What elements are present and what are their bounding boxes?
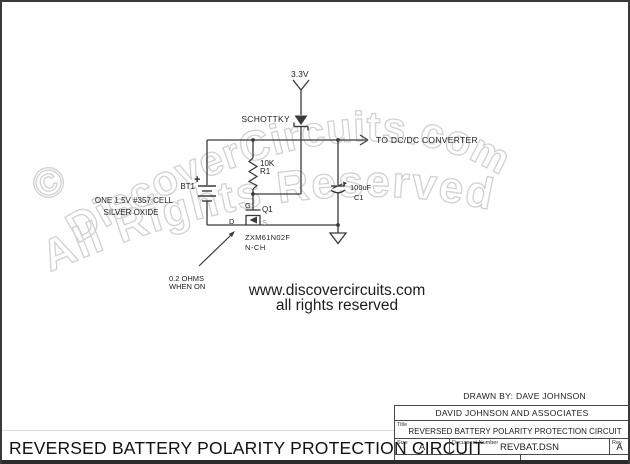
q1-note-2: WHEN ON [169,282,205,291]
drawn-by: DRAWN BY: DAVE JOHNSON [463,391,586,401]
title-block: DAVID JOHNSON AND ASSOCIATES Title REVER… [394,405,628,464]
rev-cell: Rev A [610,439,628,454]
size-cell: Size A [395,439,450,454]
sheet-title: REVERSED BATTERY POLARITY PROTECTION CIR… [9,438,485,458]
website-note: www.discovercircuits.com all rights rese… [197,282,477,314]
q1-drain-label: D [229,217,235,226]
watermark: © DiscoverCircuits.com All Rights Reserv… [25,102,519,281]
junction-dots [251,138,340,227]
document-number-cell: Document Number REVBAT.DSN [450,439,610,454]
output-label: TO DC/DC CONVERTER [376,135,478,145]
q1-source-label: S [262,218,267,227]
sheet-bottom-border [2,460,628,464]
title-block-meta-row: Size A Document Number REVBAT.DSN Rev A [395,439,628,455]
schottky-diode-symbol [293,115,309,131]
power-symbol [292,79,310,91]
resistor-symbol [247,157,259,190]
q1-gate-label: G [245,201,251,210]
size-value: A [418,442,426,453]
schottky-label: SCHOTTKY [241,114,290,124]
q1-part-number: ZXM61N02F [245,233,290,242]
r1-ref: R1 [260,167,271,176]
mosfet-symbol [245,209,261,225]
c1-ref: C1 [354,193,364,202]
title-block-company: DAVID JOHNSON AND ASSOCIATES [395,406,628,421]
website-url: www.discovercircuits.com [248,282,426,299]
title-strip-divider [2,430,394,431]
bt1-ref: BT1 [180,182,195,191]
ground-symbol [328,232,348,245]
document-number-value: REVBAT.DSN [500,442,559,453]
pointer-arrow-icon [198,231,235,267]
battery-note-1: ONE 1.5V #357 CELL [95,196,174,205]
watermark-copyright-icon: © [25,155,71,210]
bt1-plus: + [194,174,200,186]
q1-type: N-CH [245,243,266,252]
battery-note-2: SILVER OXIDE [104,208,159,217]
r1-value: 10K [260,159,275,168]
rights-note: all rights reserved [275,297,399,314]
q1-note-1: 0.2 OHMS [169,274,204,283]
battery-symbol [198,185,216,202]
output-arrow-icon [359,134,369,146]
document-number-label: Document Number [452,440,499,446]
size-label: Size [397,440,408,446]
c1-value: 100uF [350,183,372,192]
capacitor-symbol [330,181,347,194]
title-block-title-row: Title REVERSED BATTERY POLARITY PROTECTI… [395,421,628,439]
title-label: Title [397,422,408,428]
q1-ref: Q1 [262,205,273,214]
supply-label: 3.3V [291,69,309,79]
rev-value: A [616,442,623,453]
title-block-title: REVERSED BATTERY POLARITY PROTECTION CIR… [408,427,622,436]
rev-label: Rev [612,440,622,446]
